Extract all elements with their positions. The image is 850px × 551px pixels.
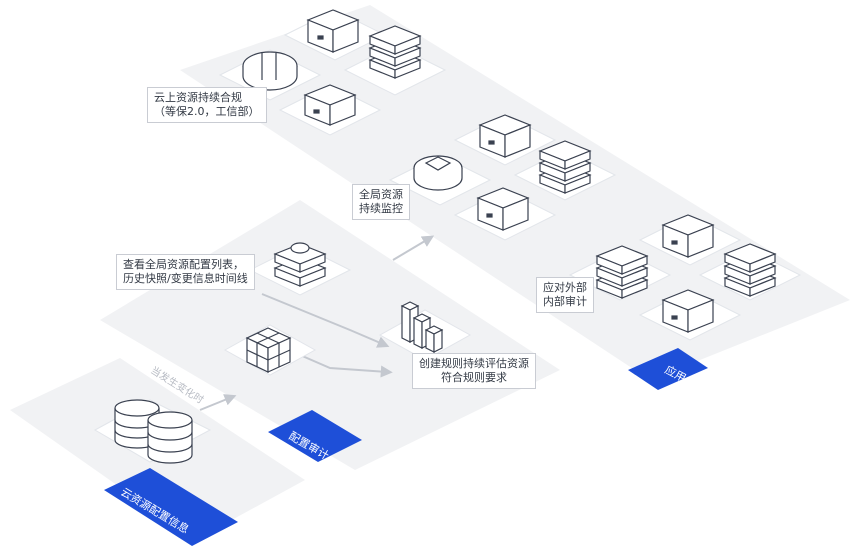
server-stack-icon [595,245,649,299]
server-box-icon [661,214,715,258]
bar-chart-3d-icon [400,301,444,353]
app-tile-server-stack-1 [343,25,447,96]
callout-config-list: 查看全局资源配置列表， 历史快照/变更信息时间线 [116,254,255,290]
server-box-icon [303,84,357,126]
callout-rules: 创建规则持续评估资源 符合规则要求 [412,353,536,389]
app-tile-server-5 [638,289,742,341]
arrow-blocks-to-rules [299,354,393,378]
label-application: 应用 [628,348,708,390]
arrow-audit-to-app [392,235,435,261]
app-tile-server-mid [278,84,382,136]
cloud-tile-databases [93,399,212,464]
callout-config-list-line2: 历史快照/变更信息时间线 [123,272,248,285]
shield-dish-icon [242,51,298,91]
audit-tile-disk-list [248,242,352,296]
app-tile-server-stack-2 [513,140,617,201]
callout-rules-line2: 符合规则要求 [441,371,507,384]
server-box-icon [476,187,530,231]
app-tile-server-top [283,9,387,61]
callout-monitoring: 全局资源 持续监控 [352,184,410,220]
callout-compliance: 云上资源持续合规 （等保2.0，工信部） [147,87,267,123]
app-tile-dish [388,154,492,206]
callout-monitoring-line1: 全局资源 [359,188,403,201]
server-box-icon [478,114,532,158]
server-box-icon [306,9,360,53]
audit-tile-bar-chart [378,301,472,361]
arrow-to-audit [199,394,237,411]
callout-audit-line1: 应对外部 [543,281,587,294]
app-tile-server-3 [453,187,557,241]
callout-compliance-line2: （等保2.0，工信部） [154,105,260,118]
app-tile-server-2 [453,114,557,166]
app-tile-server-4 [638,214,742,266]
callout-audit-line2: 内部审计 [543,295,587,308]
flow-arrows [199,235,435,411]
server-stack-icon [368,25,422,79]
app-tile-server-stack-3 [568,245,672,301]
server-stack-icon [538,140,592,194]
app-tile-server-stack-4 [698,243,802,301]
disk-list-icon [273,242,327,287]
audit-tile-blocks [223,324,317,376]
callout-compliance-line1: 云上资源持续合规 [154,91,242,104]
callout-monitoring-line2: 持续监控 [359,202,403,215]
callout-audit: 应对外部 内部审计 [536,277,594,313]
database-stack-icon [114,399,193,464]
cube-blocks-icon [245,327,292,373]
callout-config-list-line1: 查看全局资源配置列表， [123,258,244,271]
server-stack-icon [723,243,777,297]
shield-dish-icon [413,155,463,191]
server-box-icon [661,289,715,333]
callout-rules-line1: 创建规则持续评估资源 [419,357,529,370]
arrow-list-to-rules [261,293,390,348]
